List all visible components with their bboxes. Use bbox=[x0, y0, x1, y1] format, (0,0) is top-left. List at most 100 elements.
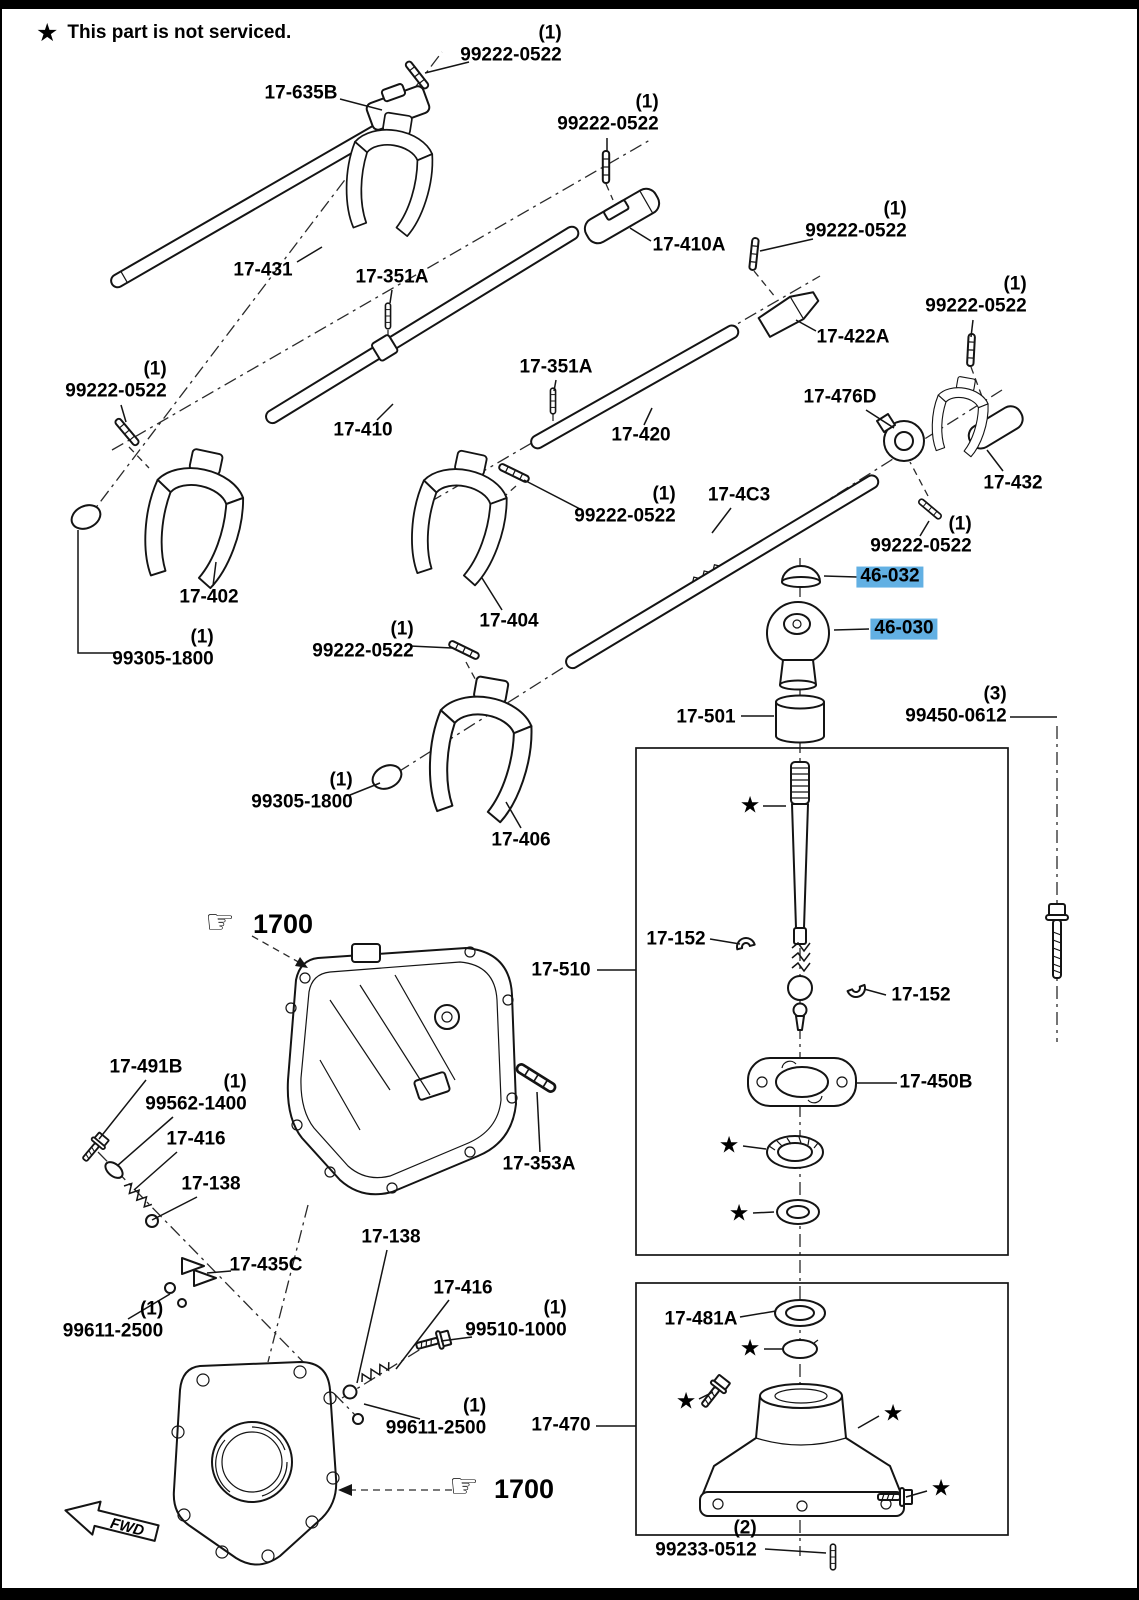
part-label-17-410A: 17-410A bbox=[653, 235, 726, 257]
qty-label: (1) bbox=[538, 22, 562, 44]
part-number-text: 17-450B bbox=[899, 1071, 973, 1093]
sleeve-17-410A bbox=[583, 187, 661, 245]
qty-label: (1) bbox=[190, 626, 214, 648]
section-ref-1700-bottom: 1700 bbox=[493, 1474, 555, 1505]
part-number-text: 17-510 bbox=[531, 959, 591, 981]
qty-label: (1) bbox=[652, 483, 676, 505]
part-number-text: 99222-0522 bbox=[870, 535, 972, 557]
part-number-text: ★ bbox=[739, 1335, 761, 1362]
star-marker-ring2: ★ bbox=[728, 1200, 750, 1227]
qty-label: (1) bbox=[143, 358, 167, 380]
section-ref-1700-top: 1700 bbox=[253, 909, 313, 940]
clamp-17-476D bbox=[876, 413, 925, 462]
qty-label: (1) bbox=[139, 1298, 164, 1320]
qty-label: (1) bbox=[948, 513, 972, 535]
part-label-17-420: 17-420 bbox=[611, 424, 671, 447]
part-label-17-406: 17-406 bbox=[491, 829, 551, 852]
part-number-text: 17-416 bbox=[166, 1128, 226, 1150]
assembly-box-17-470 bbox=[635, 1282, 1009, 1536]
part-label-17-138-b: 17-138 bbox=[361, 1227, 420, 1249]
qty-label: (1) bbox=[462, 1395, 487, 1417]
part-number-text: ★ bbox=[728, 1200, 750, 1227]
part-label-17-353A: 17-353A bbox=[503, 1154, 576, 1176]
star-marker-ring1: ★ bbox=[719, 1133, 740, 1159]
part-number-text: 17-501 bbox=[676, 706, 736, 728]
part-number-text: 99222-0522 bbox=[925, 295, 1027, 317]
part-label-99510-1000: (1)99510-1000 bbox=[465, 1298, 566, 1342]
part-number-text: 99222-0522 bbox=[460, 44, 562, 66]
part-number-text: 17-420 bbox=[611, 424, 671, 446]
part-number-text: 99222-0522 bbox=[574, 505, 676, 527]
part-number-text: 99222-0522 bbox=[312, 640, 414, 662]
part-number-text: ☞ bbox=[205, 901, 235, 941]
part-label-99222-0522-e: (1)99222-0522 bbox=[65, 359, 167, 403]
part-label-17-351A-b: 17-351A bbox=[520, 357, 593, 379]
part-number-text: 99305-1800 bbox=[112, 648, 214, 670]
part-number-text: ★ bbox=[882, 1400, 904, 1427]
part-label-99222-0522-a: (1)99222-0522 bbox=[460, 23, 562, 67]
part-number-text: 17-481A bbox=[664, 1308, 738, 1330]
part-label-99305-1800-b: (1)99305-1800 bbox=[251, 770, 352, 814]
part-number-text: ★ bbox=[739, 792, 761, 819]
part-number-text: 17-351A bbox=[355, 266, 429, 288]
leader-lines bbox=[77, 61, 1057, 1554]
part-number-text: 17-138 bbox=[181, 1173, 241, 1195]
part-number-text: 99222-0522 bbox=[65, 380, 167, 402]
part-number-text: 17-432 bbox=[983, 472, 1043, 494]
part-label-99450-0612: (3)99450-0612 bbox=[905, 684, 1007, 728]
qty-label: (2) bbox=[733, 1517, 757, 1539]
part-label-17-432: 17-432 bbox=[983, 472, 1043, 495]
star-marker-bolt2: ★ bbox=[930, 1475, 952, 1502]
not-serviced-note: ★ This part is not serviced. bbox=[36, 18, 291, 47]
end-plate bbox=[171, 1361, 340, 1566]
bolt-99450-0612 bbox=[1045, 903, 1069, 979]
part-label-99222-0522-f: (1)99222-0522 bbox=[574, 484, 676, 528]
pointer-hand-icon-top: ☞ bbox=[205, 901, 235, 941]
part-number-text: 17-416 bbox=[433, 1277, 493, 1299]
plug-99305-1800-a bbox=[70, 504, 102, 530]
part-label-99222-0522-g: (1)99222-0522 bbox=[870, 514, 972, 558]
part-label-17-510: 17-510 bbox=[531, 959, 591, 982]
snap-ring bbox=[766, 1135, 824, 1169]
part-number-text: 46-030 bbox=[870, 618, 938, 640]
part-label-17-450B: 17-450B bbox=[899, 1071, 973, 1094]
seal-ring bbox=[776, 1199, 820, 1225]
part-number-text: 1700 bbox=[493, 1474, 555, 1505]
bushing-17-481A bbox=[774, 1299, 826, 1327]
part-number-text: 99222-0522 bbox=[805, 220, 907, 242]
assembly-box-17-510 bbox=[635, 747, 1009, 1256]
part-label-99305-1800-a: (1)99305-1800 bbox=[112, 627, 214, 671]
part-number-text: 17-152 bbox=[646, 928, 706, 950]
qty-label: (3) bbox=[983, 683, 1007, 705]
ref-arrows bbox=[251, 935, 452, 1496]
part-label-17-351A-a: 17-351A bbox=[355, 266, 429, 289]
part-label-17-138-a: 17-138 bbox=[181, 1173, 241, 1196]
part-number-text: 17-491B bbox=[109, 1056, 183, 1078]
end-17-422A bbox=[757, 291, 820, 338]
cap-46-032 bbox=[781, 565, 821, 588]
part-label-17-476D: 17-476D bbox=[803, 386, 877, 409]
part-label-46-032: 46-032 bbox=[856, 566, 924, 588]
part-number-text: ★ bbox=[930, 1475, 952, 1502]
part-label-17-410: 17-410 bbox=[333, 419, 393, 442]
qty-label: (1) bbox=[390, 618, 414, 640]
part-number-text: 17-404 bbox=[479, 610, 539, 632]
part-label-17-635B: 17-635B bbox=[265, 83, 338, 105]
qty-label: (1) bbox=[635, 91, 659, 113]
detent-lower bbox=[342, 1327, 453, 1425]
part-label-17-152-a: 17-152 bbox=[646, 928, 706, 951]
part-number-text: ☞ bbox=[449, 1465, 479, 1505]
part-number-text: 17-476D bbox=[803, 386, 877, 408]
pointer-hand-icon-bottom: ☞ bbox=[449, 1465, 479, 1505]
part-number-text: 17-406 bbox=[491, 829, 551, 851]
part-label-17-491B: 17-491B bbox=[109, 1056, 183, 1079]
part-label-17-416-a: 17-416 bbox=[166, 1128, 226, 1151]
rod-17-420 bbox=[530, 324, 740, 450]
part-number-text: 17-410 bbox=[333, 419, 393, 441]
part-number-text: 99562-1400 bbox=[145, 1093, 247, 1115]
part-number-text: 99450-0612 bbox=[905, 705, 1007, 727]
part-label-99233-0512: (2)99233-0512 bbox=[655, 1518, 756, 1562]
part-label-46-030: 46-030 bbox=[870, 618, 938, 640]
